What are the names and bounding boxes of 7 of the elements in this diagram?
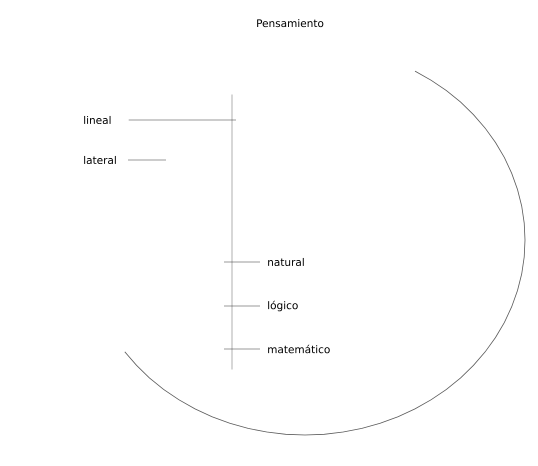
label: lógico xyxy=(268,300,298,312)
connector-line xyxy=(224,348,260,350)
label: lineal xyxy=(84,116,111,124)
label: matemático xyxy=(268,344,330,354)
label: lateral xyxy=(84,156,116,164)
title: Pensamiento xyxy=(257,19,324,28)
label: natural xyxy=(268,258,304,266)
